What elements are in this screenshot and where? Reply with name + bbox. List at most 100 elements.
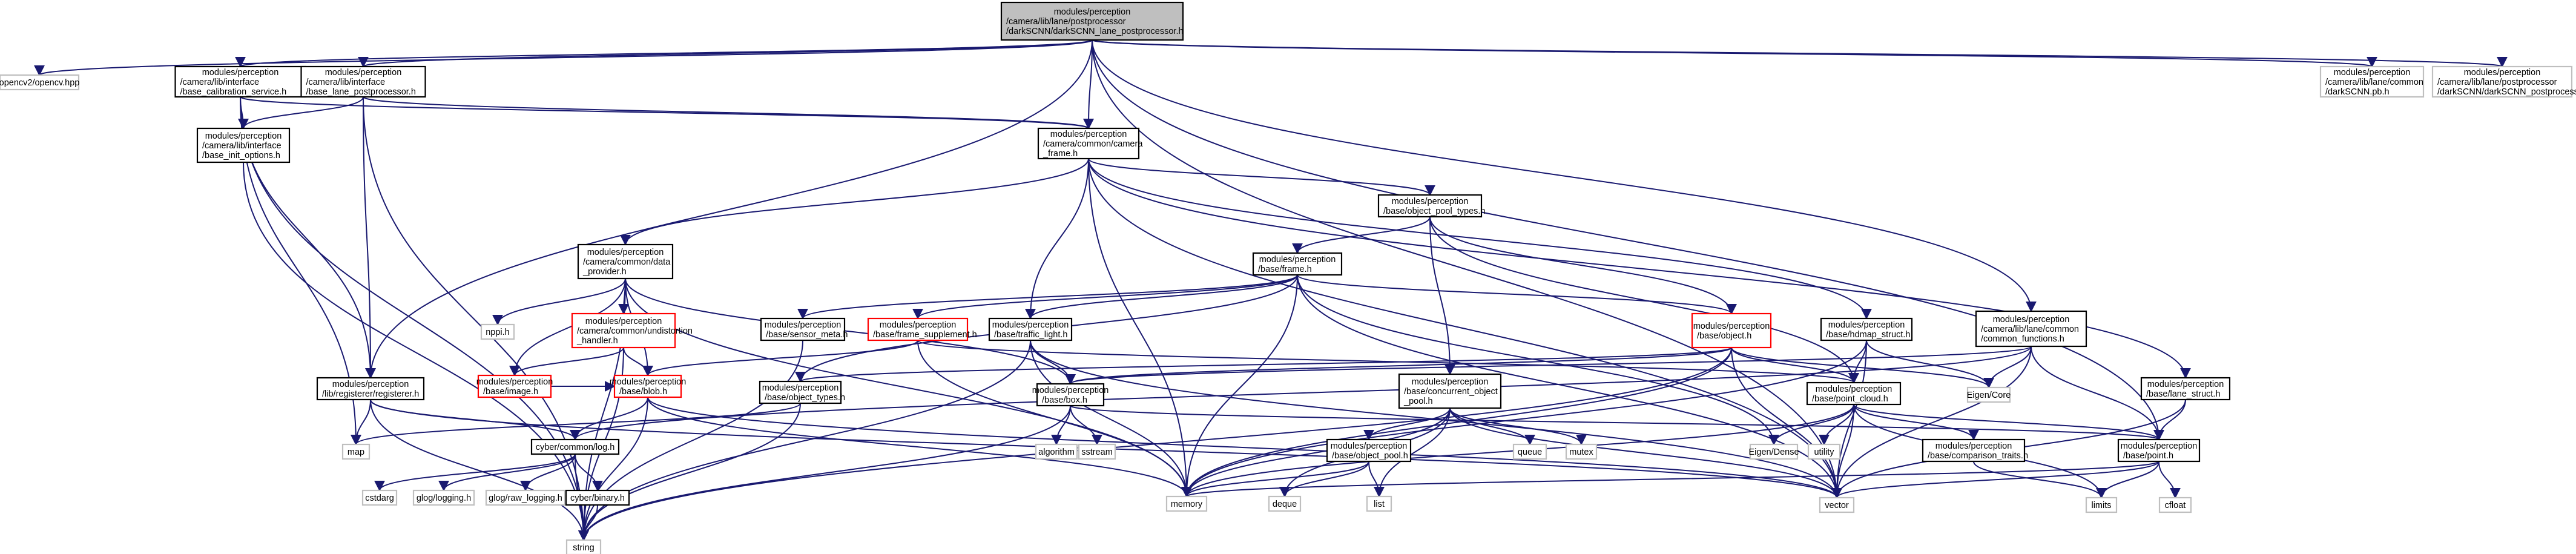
edge-root-to-point [1092, 39, 2164, 441]
node-objectpool[interactable]: modules/perception/base/object_pool.h [1326, 438, 1412, 463]
node-eigencore-box [1966, 386, 2011, 403]
node-pointcloud-label-line: /base/point_cloud.h [1812, 394, 1888, 404]
node-comptraits[interactable]: modules/perception/base/comparison_trait… [1922, 438, 2028, 463]
node-undist-box [571, 312, 676, 349]
node-calib[interactable]: modules/perception/camera/lib/interface/… [174, 65, 306, 98]
node-objtypes[interactable]: modules/perception/base/object_types.h [759, 380, 845, 404]
edge-concpool-to-memory [1181, 407, 1451, 498]
node-commonfn-label-line: modules/perception [1993, 315, 2070, 325]
node-darkpb-label-line: /darkSCNN.pb.h [2325, 87, 2390, 97]
node-sstream: sstream [1078, 443, 1116, 460]
edge-root-to-darkpostpb [1092, 39, 2507, 68]
node-object-box [1691, 312, 1772, 349]
node-traffic[interactable]: modules/perception/base/traffic_light.h [988, 317, 1073, 341]
edge-lanepost-to-initopt [238, 96, 364, 130]
node-vector-box [1819, 496, 1855, 513]
node-camframe[interactable]: modules/perception/camera/common/camera_… [1037, 127, 1143, 160]
node-dataprov-label-line: /camera/common/data [583, 257, 671, 267]
node-frame[interactable]: modules/perception/base/frame.h [1252, 252, 1343, 276]
node-dataprov-box [577, 243, 674, 280]
node-image-label-line: /base/image.h [483, 387, 538, 397]
node-registerer[interactable]: modules/perception/lib/registerer/regist… [316, 377, 425, 401]
edge-blob-to-memory [647, 397, 1192, 498]
node-hdmap-label-line: modules/perception [1828, 320, 1905, 330]
node-lanepost[interactable]: modules/perception/camera/lib/interface/… [300, 65, 426, 98]
node-point[interactable]: modules/perception/base/point.h [2117, 438, 2201, 463]
node-dataprov[interactable]: modules/perception/camera/common/data_pr… [577, 243, 674, 280]
edge-frame-to-traffic [1025, 274, 1298, 320]
node-hdmap[interactable]: modules/perception/base/hdmap_struct.h [1820, 317, 1913, 341]
edge-box-to-sstream [1070, 405, 1102, 446]
node-initopt-label-line: modules/perception [205, 131, 282, 141]
node-framesupp-label-line: /base/frame_supplement.h [873, 330, 977, 340]
node-queue-box [1512, 443, 1547, 460]
node-mutex-label-line: mutex [1569, 447, 1593, 457]
node-objectpool-box [1326, 438, 1412, 463]
node-hdmap-label-line: /base/hdmap_struct.h [1826, 330, 1910, 340]
node-lanepost-box [300, 65, 426, 98]
edge-pointcloud-to-point [1853, 404, 2164, 441]
edge-dataprov-to-image [509, 278, 626, 377]
node-binary[interactable]: cyber/binary.h [565, 489, 630, 506]
node-list-box [1366, 495, 1392, 512]
node-log-box [530, 438, 620, 455]
node-algorithm-box [1035, 443, 1078, 460]
node-concpool-label-line: _pool.h [1403, 397, 1433, 406]
node-initopt[interactable]: modules/perception/camera/lib/interface/… [196, 127, 291, 163]
edge-calib-to-string [240, 96, 589, 541]
node-calib-box [174, 65, 306, 98]
node-objpool[interactable]: modules/perception/base/object_pool_type… [1377, 194, 1486, 218]
edge-log-to-glog [438, 453, 576, 492]
node-comptraits-label-line: /base/comparison_traits.h [1928, 451, 2028, 461]
edge-pointcloud-to-eigendense [1768, 404, 1854, 446]
node-framesupp[interactable]: modules/perception/base/frame_supplement… [867, 317, 977, 341]
edge-objectpool-to-memory [1181, 461, 1369, 498]
node-mutex-box [1565, 443, 1598, 460]
node-pointcloud[interactable]: modules/perception/base/point_cloud.h [1806, 381, 1902, 406]
node-concpool[interactable]: modules/perception/base/concurrent_objec… [1398, 373, 1502, 409]
node-log[interactable]: cyber/common/log.h [530, 438, 620, 455]
node-undist-label-line: /camera/common/undistortion [577, 326, 693, 336]
edges-layer [34, 39, 2507, 541]
node-box[interactable]: modules/perception/base/box.h [1032, 383, 1109, 407]
node-undist[interactable]: modules/perception/camera/common/undisto… [571, 312, 693, 349]
edge-root-to-vector [1092, 39, 1842, 499]
node-laneStruct[interactable]: modules/perception/base/lane_struct.h [2140, 377, 2231, 401]
node-glograw: glog/raw_logging.h [485, 489, 566, 506]
edge-objpool-to-pointcloud [1429, 216, 1859, 384]
edge-point-to-limits [2096, 461, 2159, 499]
edge-registerer-to-string [370, 399, 589, 541]
edge-framesupp-to-memory [917, 340, 1192, 498]
node-object-label-line: /base/object.h [1697, 331, 1751, 341]
node-image[interactable]: modules/perception/base/image.h [476, 374, 553, 398]
node-objpool-box [1377, 194, 1483, 218]
node-sensormeta[interactable]: modules/perception/base/sensor_meta.h [760, 317, 848, 341]
edge-object-to-memory [1181, 347, 1732, 498]
node-traffic-box [988, 317, 1073, 341]
edge-root-to-registerer [365, 39, 1093, 379]
edge-object-to-vector [1731, 347, 1842, 499]
node-camframe-box [1037, 127, 1140, 160]
node-nppi-box [480, 323, 515, 340]
node-cfloat-label-line: cfloat [2165, 501, 2186, 510]
node-hdmap-box [1820, 317, 1913, 341]
node-frame-box [1252, 252, 1343, 276]
node-blob-label-line: /base/blob.h [619, 387, 667, 397]
node-objtypes-box [759, 380, 842, 404]
edge-object-to-eigencore [1731, 347, 1994, 389]
edge-log-to-cstdarg [374, 453, 576, 492]
edge-point-to-cfloat [2158, 461, 2181, 499]
node-limits: limits [2085, 496, 2118, 513]
edge-calib-to-camframe [240, 96, 1094, 130]
node-commonfn[interactable]: modules/perception/camera/lib/lane/commo… [1975, 310, 2087, 348]
node-object[interactable]: modules/perception/base/object.h [1691, 312, 1772, 349]
node-sstream-label-line: sstream [1081, 447, 1113, 457]
edge-frame-to-sensormeta [797, 274, 1298, 320]
node-pointcloud-box [1806, 381, 1902, 406]
node-blob[interactable]: modules/perception/base/blob.h [610, 374, 687, 398]
node-camframe-label-line: /camera/common/camera [1043, 139, 1143, 149]
edge-camframe-to-memory [1088, 158, 1192, 498]
node-string-label-line: string [573, 543, 594, 553]
node-root[interactable]: modules/perception/camera/lib/lane/postp… [1000, 1, 1184, 41]
